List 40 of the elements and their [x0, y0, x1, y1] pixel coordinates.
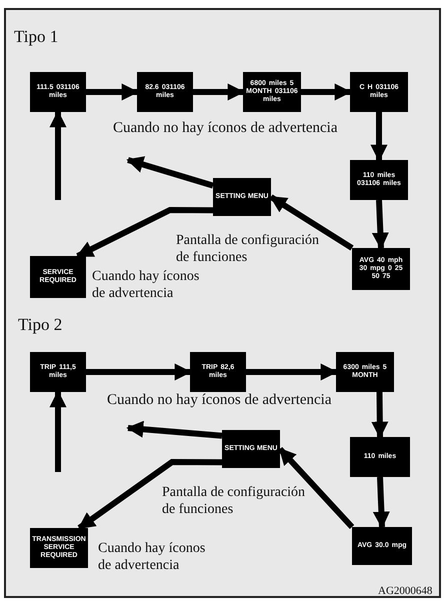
arrow — [269, 194, 354, 251]
section-label: Cuando no hay íconos de advertencia — [107, 391, 332, 410]
arrow — [301, 84, 352, 100]
arrow — [86, 364, 192, 380]
display-screen — [352, 248, 410, 290]
arrow — [86, 84, 139, 100]
display-screen — [190, 352, 246, 392]
arrow — [246, 364, 338, 380]
display-screen — [222, 430, 280, 468]
display-screen — [30, 72, 86, 112]
arrow — [370, 112, 388, 162]
display-screen — [213, 178, 271, 216]
screen-caption: Cuando hay íconos de advertencia — [98, 540, 206, 574]
display-screen — [350, 437, 410, 477]
arrow — [50, 390, 66, 472]
arrow — [50, 110, 66, 200]
display-screen — [350, 72, 408, 112]
arrow — [372, 476, 390, 529]
display-screen — [352, 527, 412, 565]
screen-caption: Pantalla de configuración de funciones — [176, 232, 320, 266]
section-label: Tipo 2 — [18, 314, 62, 336]
arrow — [371, 392, 388, 439]
section-label: Tipo 1 — [14, 26, 58, 48]
display-screen — [30, 528, 88, 568]
display-screen — [30, 352, 86, 392]
display-screen — [350, 160, 408, 200]
display-screen — [243, 72, 301, 112]
display-screen — [336, 352, 394, 392]
screen-caption: Cuando hay íconos de advertencia — [92, 268, 200, 302]
arrow — [78, 459, 222, 530]
arrow — [126, 156, 214, 188]
arrow — [193, 84, 245, 100]
display-screen — [137, 72, 193, 112]
arrow — [126, 420, 222, 439]
figure-code: AG2000648 — [378, 584, 432, 599]
display-screen — [30, 256, 86, 298]
arrow — [372, 200, 389, 250]
screen-caption: Pantalla de configuración de funciones — [162, 484, 306, 518]
section-label: Cuando no hay íconos de advertencia — [113, 119, 338, 138]
arrow — [76, 207, 214, 259]
